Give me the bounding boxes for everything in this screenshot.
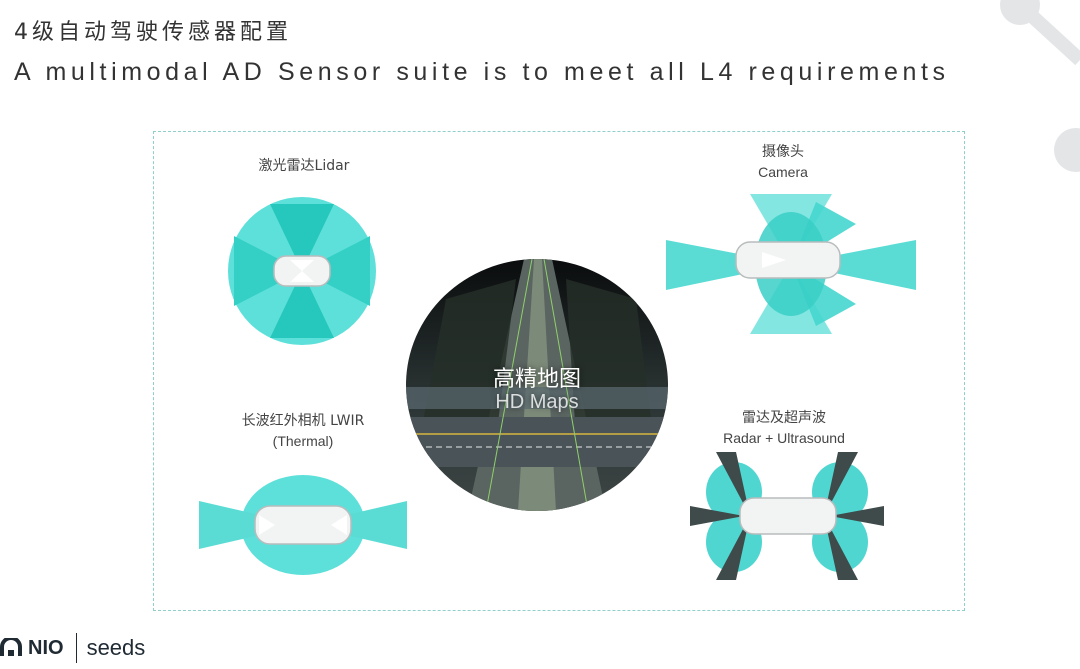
lwir-coverage-diagram [199,475,407,575]
brand-logo-text: NIO [28,636,64,659]
lidar-coverage-diagram [228,197,376,345]
radar-label: 雷达及超声波 Radar + Ultrasound [723,410,845,446]
page-subtitle: A multimodal AD Sensor suite is to meet … [14,58,950,86]
radar-coverage-diagram [690,452,884,580]
hd-map-image [406,259,668,511]
lidar-label: 激光雷达Lidar [258,158,350,174]
hd-map-panel: 高精地图 HD Maps [406,259,668,511]
sensor-suite-frame [153,131,965,611]
lwir-label: 长波红外相机 LWIR (Thermal) [241,413,365,449]
brand-divider [75,633,77,663]
camera-label: 摄像头 Camera [758,144,808,180]
hd-map-label-zh: 高精地图 [492,367,581,392]
nio-logo-icon [0,638,22,656]
camera-coverage-diagram [666,194,916,334]
hd-map-label-en: HD Maps [495,391,579,413]
brand-name: seeds [86,635,146,660]
brand-footer: NIO seeds [0,628,145,668]
page-title: 4级自动驾驶传感器配置 [14,20,292,45]
